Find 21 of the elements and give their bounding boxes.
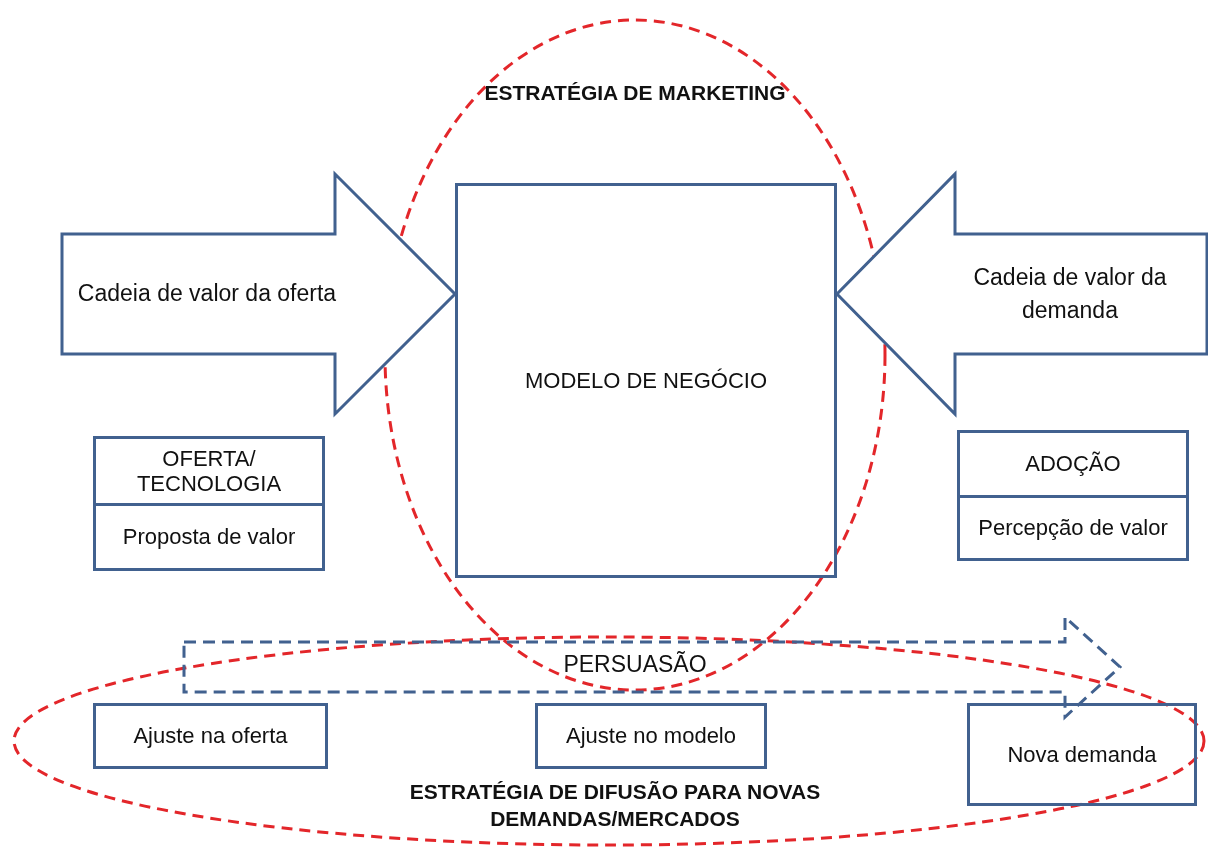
text-box [957,430,1189,498]
block-arrow [834,170,1208,418]
text-box [93,436,325,506]
ellipse-heading: ESTRATÉGIA DE MARKETING [483,80,787,107]
text-box [93,503,325,571]
box-label: OFERTA/ TECNOLOGIA [135,444,283,498]
text-box [535,703,767,769]
box-label: Ajuste no modelo [565,722,737,751]
text-box [957,495,1189,561]
box-label: Percepção de valor [977,514,1169,543]
arrow-label: PERSUASÃO [562,650,708,680]
block-arrow [60,170,458,418]
text-box [93,703,328,769]
box-label: Nova demanda [1006,740,1158,769]
arrow-label: Cadeia de valor da demanda [972,262,1168,325]
ellipse-heading: ESTRATÉGIA DE DIFUSÃO PARA NOVAS DEMANDAS/MERCADOS [408,778,822,832]
box-label: ADOÇÃO [1024,450,1122,479]
box-label: Proposta de valor [121,523,297,552]
box-label: MODELO DE NEGÓCIO [523,366,768,395]
arrow-label: Cadeia de valor da oferta [76,279,338,309]
box-label: Ajuste na oferta [132,722,289,751]
